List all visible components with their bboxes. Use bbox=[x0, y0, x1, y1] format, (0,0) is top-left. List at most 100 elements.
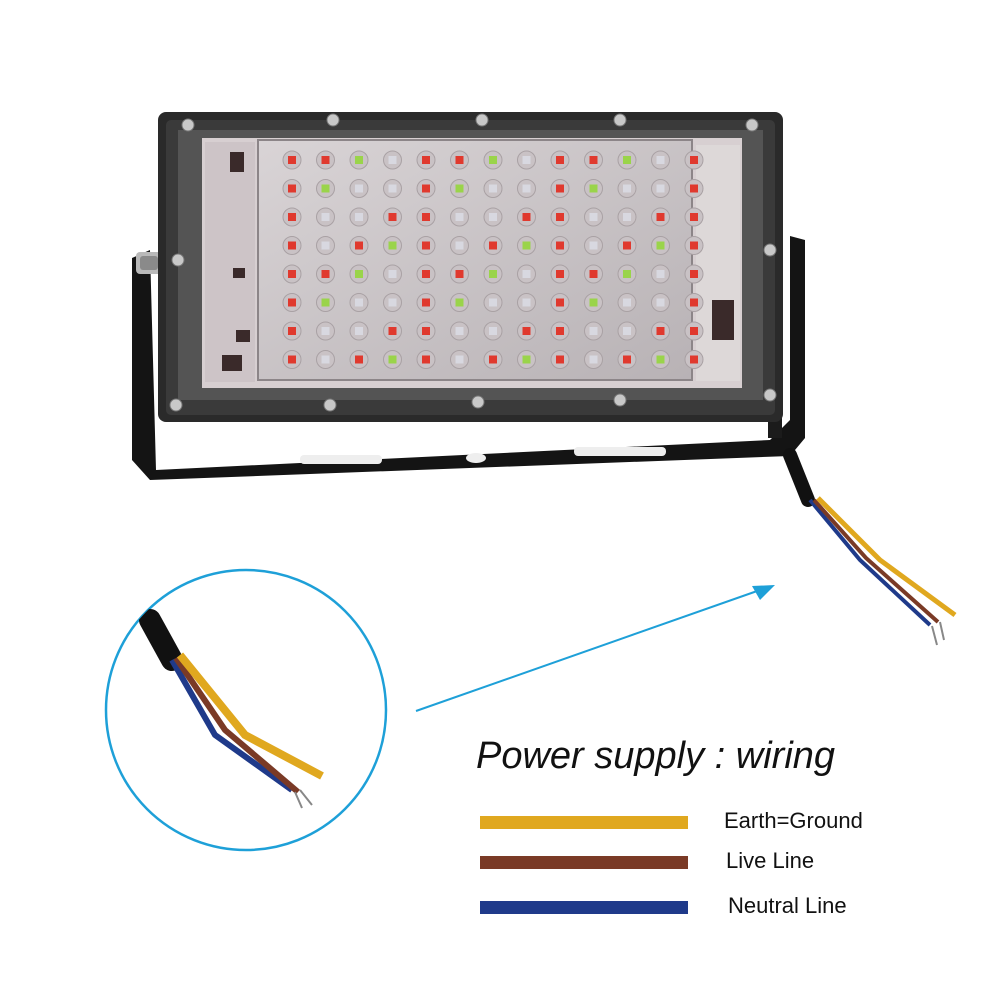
led-chip bbox=[623, 213, 631, 221]
led-chip bbox=[489, 270, 497, 278]
wire-bundle bbox=[783, 448, 957, 646]
led-chip bbox=[656, 184, 665, 193]
led-chip bbox=[288, 298, 296, 307]
led-chip bbox=[455, 213, 464, 221]
led-chip bbox=[556, 270, 564, 278]
led-chip bbox=[355, 270, 363, 278]
led-chip bbox=[589, 156, 598, 164]
led-chip bbox=[589, 241, 598, 250]
led-chip bbox=[690, 184, 698, 193]
led-chip bbox=[556, 156, 564, 164]
led-chip bbox=[288, 327, 296, 335]
led-chip bbox=[556, 241, 564, 250]
led-chip bbox=[388, 327, 397, 335]
led-chip bbox=[522, 241, 531, 250]
led-chip bbox=[455, 327, 464, 335]
led-chip bbox=[623, 241, 631, 250]
led-chip bbox=[321, 241, 330, 250]
led-chip bbox=[355, 156, 363, 164]
led-chip bbox=[388, 298, 397, 307]
led-chip bbox=[321, 298, 330, 307]
led-chip bbox=[556, 327, 564, 335]
led-chip bbox=[623, 355, 631, 364]
page-title: Power supply : wiring bbox=[476, 735, 836, 777]
led-chip bbox=[556, 213, 564, 221]
led-chip bbox=[623, 327, 631, 335]
flood-light-fixture bbox=[158, 112, 783, 422]
led-chip bbox=[522, 156, 531, 164]
led-chip bbox=[455, 355, 464, 364]
led-chip bbox=[489, 184, 497, 193]
led-chip bbox=[589, 184, 598, 193]
led-chip bbox=[388, 213, 397, 221]
led-chip bbox=[321, 213, 330, 221]
legend-swatch bbox=[480, 901, 688, 914]
led-chip bbox=[589, 213, 598, 221]
led-chip bbox=[455, 270, 464, 278]
led-chip bbox=[690, 241, 698, 250]
led-chip bbox=[623, 184, 631, 193]
led-chip bbox=[388, 355, 397, 364]
led-chip bbox=[489, 327, 497, 335]
legend-label: Neutral Line bbox=[728, 893, 847, 918]
led-chip bbox=[556, 298, 564, 307]
led-chip bbox=[656, 156, 665, 164]
led-chip bbox=[522, 327, 531, 335]
led-chip bbox=[355, 184, 363, 193]
legend-swatch bbox=[480, 856, 688, 869]
led-chip bbox=[522, 213, 531, 221]
led-chip bbox=[522, 298, 531, 307]
led-chip bbox=[690, 327, 698, 335]
led-chip bbox=[388, 270, 397, 278]
led-chip bbox=[422, 213, 430, 221]
legend-label: Live Line bbox=[726, 848, 815, 873]
led-chip bbox=[388, 184, 397, 193]
legend-item-earth: Earth=Ground bbox=[480, 808, 900, 838]
led-chip bbox=[656, 241, 665, 250]
bolt-icon bbox=[136, 252, 162, 274]
led-chip bbox=[589, 327, 598, 335]
led-chip bbox=[489, 213, 497, 221]
led-chip bbox=[656, 355, 665, 364]
led-chip bbox=[690, 156, 698, 164]
led-chip bbox=[288, 241, 296, 250]
led-chip bbox=[623, 298, 631, 307]
led-chip bbox=[355, 355, 363, 364]
led-chip bbox=[388, 241, 397, 250]
led-chip bbox=[623, 270, 631, 278]
led-chip bbox=[690, 298, 698, 307]
led-chip bbox=[522, 355, 531, 364]
callout-arrow bbox=[415, 585, 775, 712]
led-chip bbox=[489, 355, 497, 364]
led-chip bbox=[422, 270, 430, 278]
led-chip bbox=[656, 298, 665, 307]
led-chip bbox=[355, 298, 363, 307]
led-chip bbox=[489, 156, 497, 164]
led-chip bbox=[422, 184, 430, 193]
led-chip bbox=[288, 156, 296, 164]
led-chip bbox=[321, 270, 330, 278]
led-chip bbox=[321, 156, 330, 164]
led-chip bbox=[455, 298, 464, 307]
led-chip bbox=[388, 156, 397, 164]
led-chip bbox=[690, 355, 698, 364]
led-chip bbox=[355, 241, 363, 250]
led-array bbox=[282, 150, 704, 369]
led-chip bbox=[589, 355, 598, 364]
led-chip bbox=[489, 298, 497, 307]
led-chip bbox=[288, 184, 296, 193]
led-chip bbox=[522, 184, 531, 193]
magnifier-circle bbox=[104, 568, 388, 852]
legend-item-neutral: Neutral Line bbox=[480, 893, 900, 923]
led-chip bbox=[455, 184, 464, 193]
led-chip bbox=[623, 156, 631, 164]
legend-item-live: Live Line bbox=[480, 848, 900, 878]
led-chip bbox=[690, 270, 698, 278]
legend-swatch bbox=[480, 816, 688, 829]
led-chip bbox=[455, 156, 464, 164]
led-chip bbox=[422, 327, 430, 335]
led-chip bbox=[589, 298, 598, 307]
led-chip bbox=[556, 184, 564, 193]
led-chip bbox=[556, 355, 564, 364]
